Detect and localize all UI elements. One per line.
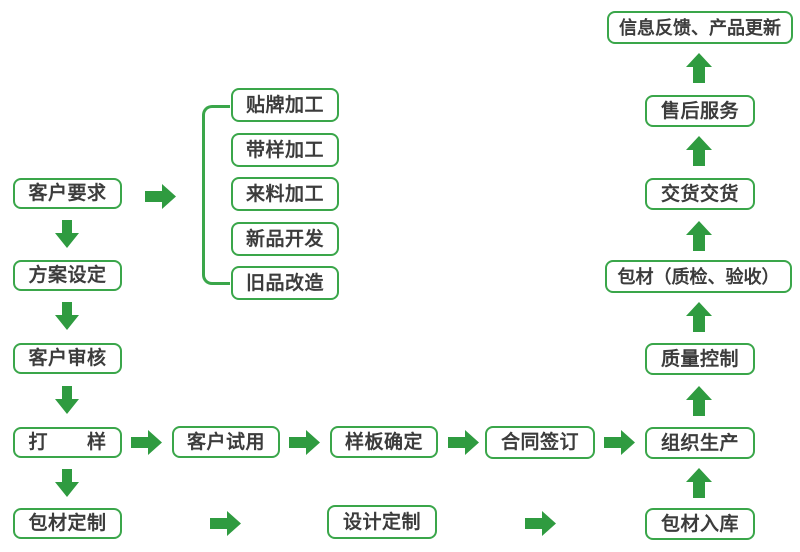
bracket-connector	[202, 105, 230, 285]
arrow-down-icon	[55, 302, 79, 330]
flow-box-oem-processing: 贴牌加工	[231, 88, 339, 122]
flow-box-design-customization: 设计定制	[327, 505, 437, 539]
arrow-up-icon	[686, 221, 712, 251]
flow-box-sample-confirmation: 样板确定	[330, 426, 438, 458]
arrow-up-icon	[686, 386, 712, 416]
arrow-right-icon	[145, 184, 176, 209]
arrow-up-icon	[686, 468, 712, 498]
flow-box-packaging-inspection: 包材（质检、验收）	[605, 260, 792, 293]
flow-box-sampling: 打 样	[13, 427, 122, 458]
flow-box-after-sales-service: 售后服务	[645, 95, 755, 127]
arrow-right-icon	[210, 511, 241, 536]
flow-box-quality-control: 质量控制	[645, 343, 755, 375]
arrow-down-icon	[55, 220, 79, 248]
arrow-right-icon	[448, 430, 479, 455]
flow-box-production-organization: 组织生产	[645, 427, 755, 459]
arrow-up-icon	[686, 136, 712, 166]
arrow-down-icon	[55, 386, 79, 414]
flow-box-packaging-warehousing: 包材入库	[645, 508, 755, 540]
arrow-up-icon	[686, 53, 712, 83]
flow-box-feedback-update: 信息反馈、产品更新	[607, 11, 793, 44]
arrow-down-icon	[55, 469, 79, 497]
flow-box-customer-request: 客户要求	[13, 178, 122, 209]
flow-box-contract-signing: 合同签订	[485, 426, 595, 459]
arrow-right-icon	[289, 430, 320, 455]
flow-box-delivery: 交货交货	[645, 178, 755, 210]
flow-box-old-product-rework: 旧品改造	[231, 266, 339, 300]
flow-box-customer-review: 客户审核	[13, 343, 122, 374]
arrow-right-icon	[131, 430, 162, 455]
arrow-up-icon	[686, 302, 712, 332]
flow-box-customer-trial: 客户试用	[172, 426, 280, 458]
flow-box-packaging-customization: 包材定制	[13, 508, 122, 539]
flow-box-new-product-development: 新品开发	[231, 222, 339, 256]
flow-box-sample-processing: 带样加工	[231, 133, 339, 167]
arrow-right-icon	[604, 430, 635, 455]
flow-box-incoming-material-processing: 来料加工	[231, 177, 339, 211]
flow-box-plan-setting: 方案设定	[13, 260, 122, 291]
arrow-right-icon	[525, 511, 556, 536]
